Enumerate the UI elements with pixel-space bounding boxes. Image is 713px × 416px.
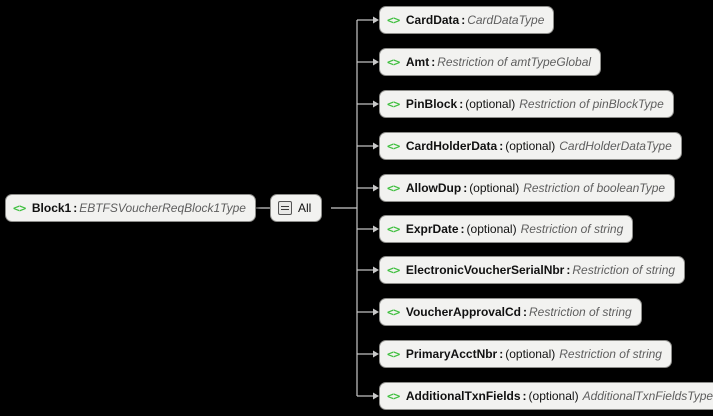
element-name: AdditionalTxnFields [405,389,521,403]
element-type: Restriction of string [528,305,632,319]
code-brackets-icon: <> [387,305,400,319]
element-type: Restriction of string [559,347,662,361]
code-brackets-icon: <> [387,222,400,236]
element-name: ElectronicVoucherSerialNbr [405,263,565,277]
element-type: CardHolderDataType [559,139,672,153]
child-node-primaryacctnbr[interactable]: <> PrimaryAcctNbr : (optional) Restricti… [379,340,672,368]
child-node-carddata[interactable]: <> CardData : CardDataType [379,6,555,34]
code-brackets-icon: <> [387,139,400,153]
element-separator: : [522,389,527,403]
element-name: VoucherApprovalCd [405,305,521,319]
child-node-cardholderdata[interactable]: <> CardHolderData : (optional) CardHolde… [379,132,682,160]
child-node-pinblock[interactable]: <> PinBlock : (optional) Restriction of … [379,90,674,118]
code-brackets-icon: <> [387,347,400,361]
element-separator: : [459,97,464,111]
root-element-node[interactable]: <> Block1 : EBTFSVoucherReqBlock1Type [5,194,256,222]
element-type: CardDataType [467,13,545,27]
element-type: Restriction of string [572,263,676,277]
root-separator: : [73,201,78,215]
element-optional-flag: (optional) [469,181,520,195]
element-separator: : [463,181,468,195]
element-separator: : [499,139,504,153]
child-node-allowdup[interactable]: <> AllowDup : (optional) Restriction of … [379,174,676,202]
element-name: PinBlock [405,97,458,111]
all-compositor-label: All [298,201,312,215]
code-brackets-icon: <> [387,97,400,111]
all-compositor-icon [278,201,292,215]
root-element-type: EBTFSVoucherReqBlock1Type [79,201,246,215]
child-node-amt[interactable]: <> Amt : Restriction of amtTypeGlobal [379,48,602,76]
element-separator: : [499,347,504,361]
code-brackets-icon: <> [387,181,400,195]
element-type: Restriction of booleanType [523,181,666,195]
element-optional-flag: (optional) [505,347,556,361]
child-node-voucherapprovalcd[interactable]: <> VoucherApprovalCd : Restriction of st… [379,298,642,326]
element-optional-flag: (optional) [528,389,579,403]
element-optional-flag: (optional) [466,222,517,236]
child-node-additionaltxnfields[interactable]: <> AdditionalTxnFields : (optional) Addi… [379,382,713,410]
element-name: PrimaryAcctNbr [405,347,498,361]
all-compositor-node[interactable]: All [270,194,323,222]
element-name: Amt [405,55,430,69]
element-separator: : [431,55,436,69]
child-node-exprdate[interactable]: <> ExprDate : (optional) Restriction of … [379,215,634,243]
code-brackets-icon: <> [13,201,26,215]
code-brackets-icon: <> [387,263,400,277]
element-type: Restriction of string [520,222,624,236]
element-type: Restriction of pinBlockType [519,97,664,111]
child-node-electronicvoucherserialnbr[interactable]: <> ElectronicVoucherSerialNbr : Restrict… [379,256,686,284]
element-separator: : [522,305,527,319]
element-separator: : [460,222,465,236]
element-separator: : [461,13,466,27]
element-name: ExprDate [405,222,459,236]
root-element-name: Block1 [31,201,72,215]
element-name: CardHolderData [405,139,498,153]
element-name: CardData [405,13,460,27]
element-optional-flag: (optional) [505,139,556,153]
element-optional-flag: (optional) [465,97,516,111]
code-brackets-icon: <> [387,389,400,403]
element-type: Restriction of amtTypeGlobal [437,55,592,69]
element-type: AdditionalTxnFieldsType [582,389,713,403]
element-separator: : [566,263,571,277]
code-brackets-icon: <> [387,55,400,69]
element-name: AllowDup [405,181,462,195]
code-brackets-icon: <> [387,13,400,27]
